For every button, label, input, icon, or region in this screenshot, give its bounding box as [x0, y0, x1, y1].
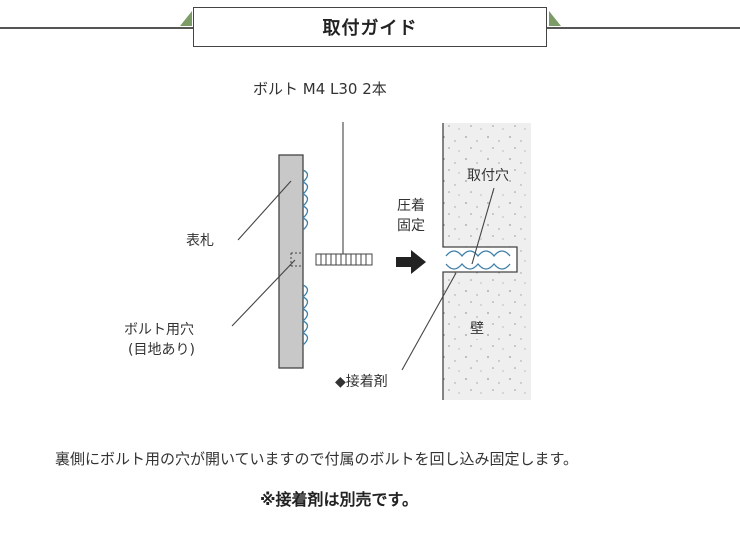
wall-section [442, 123, 531, 400]
page-title: 取付ガイド [193, 7, 547, 47]
bolt-icon [315, 253, 373, 266]
instruction-text: 裏側にボルト用の穴が開いていますので付属のボルトを回し込み固定します。 [55, 450, 579, 468]
nameplate-side-view [278, 154, 304, 369]
adhesive-label: ◆接着剤 [335, 374, 388, 390]
header-tab-right-accent [549, 11, 561, 26]
adhesive-on-plate [301, 169, 309, 346]
press-label-line2: 固定 [397, 218, 425, 234]
bolt-spec-label: ボルト M4 L30 2本 [253, 80, 387, 98]
press-label-line1: 圧着 [397, 198, 425, 214]
bolt-hole-note: (目地あり) [128, 342, 195, 358]
mounting-hole-label: 取付穴 [467, 168, 509, 186]
adhesive-sold-separately-note: ※接着剤は別売です。 [260, 490, 418, 509]
adhesive-in-hole [445, 250, 511, 270]
bolt-hole-label: ボルト用穴 [124, 322, 194, 338]
nameplate-label: 表札 [186, 233, 214, 249]
header-tab-left-accent [180, 11, 192, 26]
arrow-right-icon [396, 250, 426, 274]
leader-lines [231, 122, 495, 371]
wall-label: 壁 [470, 321, 484, 339]
